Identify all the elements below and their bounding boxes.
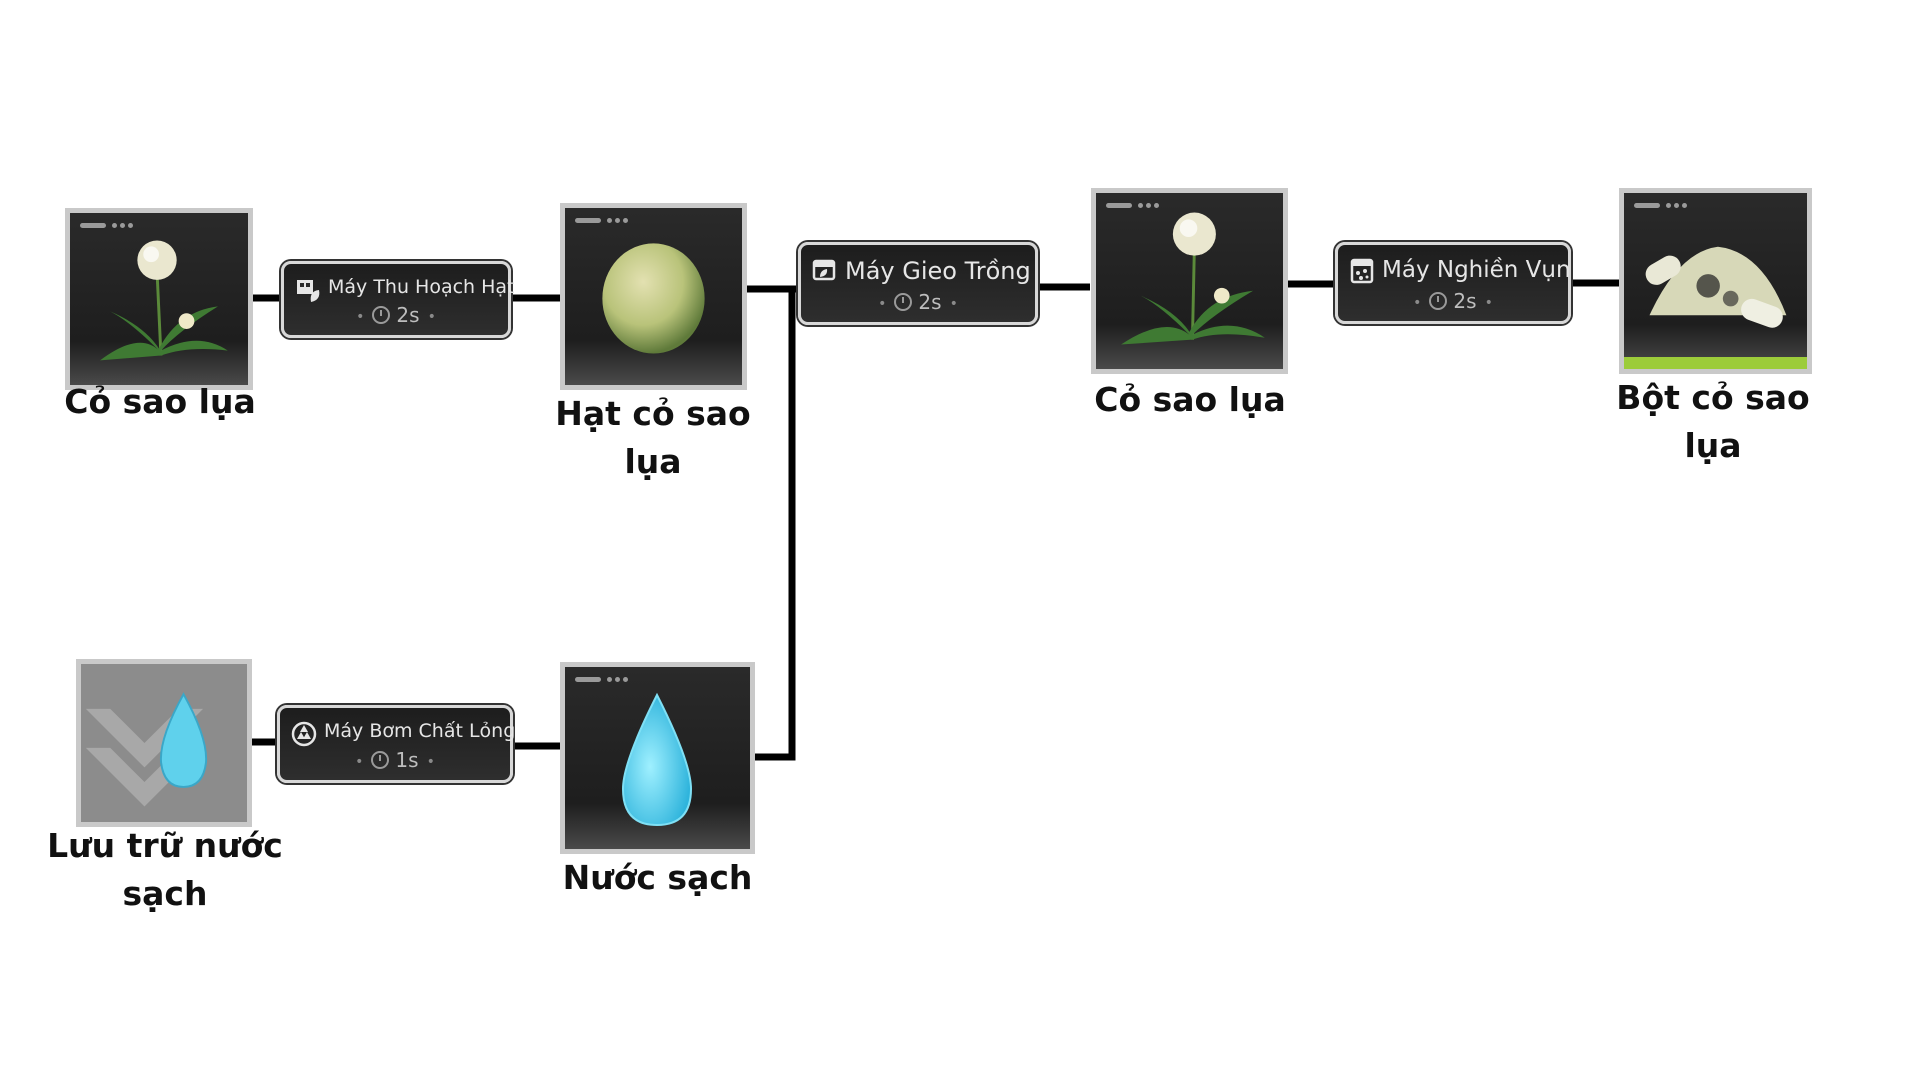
harvester-icon bbox=[297, 280, 320, 302]
machine-seed-harvester[interactable]: Máy Thu Hoạch Hạt •2s• bbox=[281, 261, 515, 338]
label-silk-star-grass-seed: Hạt cỏ sao lụa bbox=[555, 394, 751, 481]
clock-icon bbox=[372, 306, 391, 324]
machine-time-value: 2s bbox=[396, 303, 420, 327]
item-tag bbox=[575, 218, 627, 223]
machine-time-value: 2s bbox=[918, 290, 942, 314]
item-quality-band bbox=[1624, 357, 1807, 369]
item-silk-star-grass-input[interactable] bbox=[65, 208, 253, 390]
machine-planter[interactable]: Máy Gieo Trồng •2s• bbox=[798, 242, 1038, 325]
water-storage-icon bbox=[85, 692, 208, 807]
machine-name: Máy Bơm Chất Lỏng bbox=[324, 720, 516, 742]
crusher-icon bbox=[1350, 258, 1374, 284]
label-silk-star-grass-input: Cỏ sao lụa bbox=[64, 382, 256, 421]
item-tag bbox=[80, 223, 132, 228]
item-clean-water[interactable] bbox=[560, 662, 755, 854]
clock-icon bbox=[894, 293, 913, 311]
label-clean-water: Nước sạch bbox=[562, 858, 753, 897]
machine-time-value: 2s bbox=[1453, 289, 1477, 313]
item-tag bbox=[1106, 203, 1158, 208]
machine-time-value: 1s bbox=[395, 748, 419, 772]
wire-seed-to-junction bbox=[745, 285, 796, 761]
machine-name: Máy Thu Hoạch Hạt bbox=[328, 276, 515, 298]
machine-liquid-pump[interactable]: Máy Bơm Chất Lỏng •1s• bbox=[277, 705, 516, 783]
item-silk-star-grass-seed[interactable] bbox=[560, 203, 747, 390]
item-silk-star-grass-output[interactable] bbox=[1091, 188, 1288, 374]
label-water-storage: Lưu trữ nước sạch bbox=[47, 826, 283, 913]
silk-star-grass-icon bbox=[100, 240, 228, 361]
powder-icon bbox=[1645, 246, 1787, 328]
label-silk-star-grass-powder: Bột cỏ sao lụa bbox=[1616, 378, 1810, 465]
machine-name: Máy Nghiền Vụn bbox=[1382, 257, 1571, 283]
machine-time: •2s• bbox=[356, 303, 436, 327]
machine-crusher[interactable]: Máy Nghiền Vụn •2s• bbox=[1335, 242, 1571, 324]
clock-icon bbox=[371, 751, 390, 769]
clock-icon bbox=[1429, 292, 1448, 310]
item-water-storage[interactable] bbox=[76, 659, 252, 827]
item-tag bbox=[575, 677, 627, 682]
machine-time: •1s• bbox=[355, 748, 435, 772]
label-silk-star-grass-output: Cỏ sao lụa bbox=[1094, 380, 1286, 419]
seed-icon bbox=[602, 243, 705, 354]
machine-name: Máy Gieo Trồng bbox=[845, 257, 1031, 285]
water-drop-icon bbox=[621, 692, 693, 827]
pump-icon bbox=[291, 721, 317, 747]
item-silk-star-grass-powder[interactable] bbox=[1619, 188, 1812, 374]
silk-star-grass-icon bbox=[1121, 212, 1265, 345]
machine-time: •2s• bbox=[878, 290, 958, 314]
machine-time: •2s• bbox=[1413, 289, 1493, 313]
item-tag bbox=[1634, 203, 1686, 208]
planter-icon bbox=[812, 259, 836, 281]
